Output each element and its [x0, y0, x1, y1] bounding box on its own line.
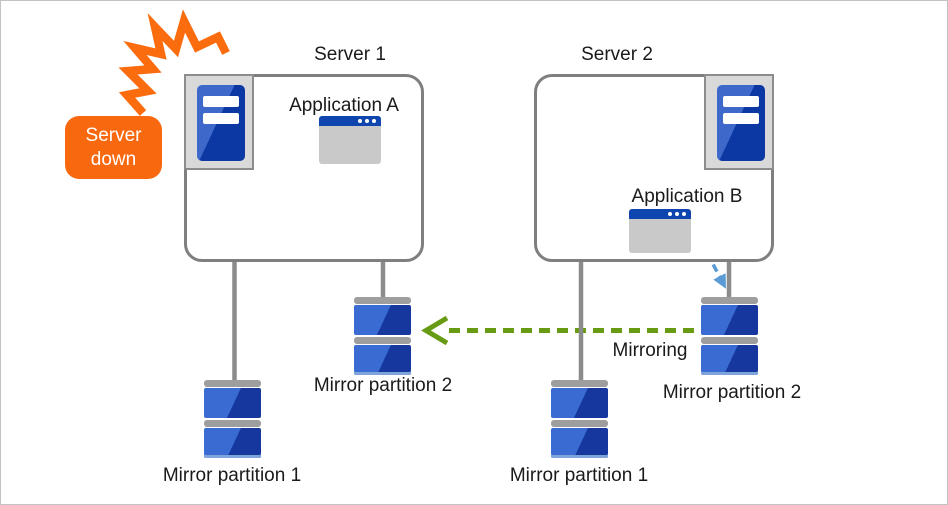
disk — [354, 305, 411, 335]
disk — [701, 305, 758, 335]
server2-partition2-label: Mirror partition 2 — [662, 382, 802, 403]
server1-icon-frame — [184, 74, 254, 170]
server-tower-icon — [197, 85, 245, 161]
server-slot — [723, 96, 759, 107]
disk-partition-icon — [354, 297, 411, 375]
server-slot — [203, 96, 239, 107]
server1-partition2-label: Mirror partition 2 — [313, 375, 453, 396]
disk-cap — [354, 297, 411, 304]
server-slot — [203, 113, 239, 124]
app-window-dots — [358, 119, 376, 123]
connector-lines — [232, 261, 732, 381]
application-b-label: Application B — [631, 186, 743, 207]
disk — [354, 345, 411, 375]
server-slot — [723, 113, 759, 124]
app-window-titlebar — [319, 116, 381, 126]
app-window-icon — [629, 209, 691, 253]
disk-cap — [701, 297, 758, 304]
disk-partition-icon — [551, 380, 608, 458]
disk-cap — [354, 337, 411, 344]
disk — [204, 388, 261, 418]
disk-cap — [551, 420, 608, 427]
server-tower-icon — [717, 85, 765, 161]
disk — [551, 428, 608, 458]
server1-partition1-label: Mirror partition 1 — [162, 465, 302, 486]
app-window-dots — [668, 212, 686, 216]
disk — [701, 345, 758, 375]
server2-title: Server 2 — [581, 44, 653, 65]
application-a-label: Application A — [289, 95, 399, 116]
disk — [551, 388, 608, 418]
mirroring-label: Mirroring — [612, 340, 688, 361]
server2-icon-frame — [704, 74, 774, 170]
disk-partition-icon — [701, 297, 758, 375]
disk-cap — [701, 337, 758, 344]
server-down-label: Server down — [85, 124, 142, 170]
server1-title: Server 1 — [314, 44, 386, 65]
disk-cap — [204, 380, 261, 387]
disk — [204, 428, 261, 458]
server-down-badge: Server down — [65, 116, 162, 179]
app-window-icon — [319, 116, 381, 164]
server2-partition1-label: Mirror partition 1 — [509, 465, 649, 486]
disk-partition-icon — [204, 380, 261, 458]
app-window-titlebar — [629, 209, 691, 219]
disk-cap — [551, 380, 608, 387]
disk-cap — [204, 420, 261, 427]
